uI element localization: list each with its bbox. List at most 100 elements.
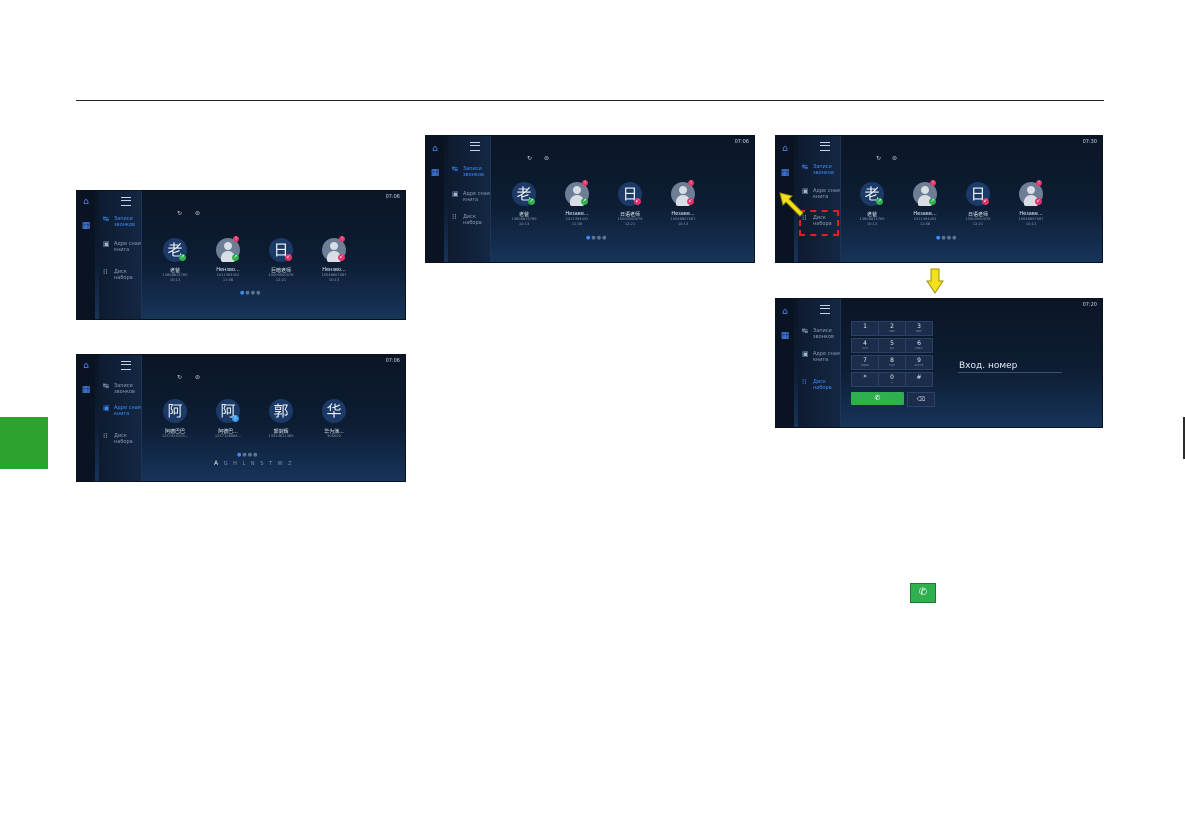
page-indicator: ●●●● [586,235,608,241]
phone-menu: ↹ Записи звонков ▣ Адре сная книга ⁞⁞ Ди… [798,136,841,262]
call-button[interactable]: ✆ [851,392,904,405]
missed-call-icon: ↙ [982,198,989,205]
call-records-icon: ↹ [802,163,808,171]
delete-icon[interactable]: ⊜ [195,210,201,217]
clock: 07:06 [385,194,400,200]
notice-badge: ! [339,236,345,242]
home-icon[interactable]: ⌂ [782,307,788,317]
menu-icon[interactable] [121,361,131,370]
number-input-placeholder[interactable]: Вход. номер [959,361,1018,371]
yellow-down-arrow-icon [926,268,944,294]
apps-grid-icon[interactable]: ▦ [430,168,440,178]
clock: 07:06 [385,358,400,364]
dialpad-icon: ⁞⁞ [103,432,108,440]
outgoing-call-icon: ↗ [876,198,883,205]
phone-menu: ↹ Записи звонков ▣ Адре сная книга ⁞⁞ Ди… [99,191,142,319]
sync-icon[interactable]: ↻ [527,155,533,162]
call-records-icon: ↹ [103,382,109,390]
contacts-icon: ▣ [802,350,809,358]
missed-call-icon: ↙ [634,198,641,205]
home-icon[interactable]: ⌂ [83,361,89,371]
side-rail: ⌂ ▦ [776,299,794,427]
outgoing-call-icon: ↗ [528,198,535,205]
avatar: 郭 [269,399,293,423]
dialpad-icon: ⁞⁞ [802,378,807,386]
home-icon[interactable]: ⌂ [83,197,89,207]
apps-grid-icon[interactable]: ▦ [780,331,790,341]
page-indicator: ●●●● [240,290,262,296]
delete-icon[interactable]: ⊜ [195,374,201,381]
apps-grid-icon[interactable]: ▦ [81,385,91,395]
backspace-icon: ⌫ [916,396,926,403]
home-icon[interactable]: ⌂ [782,144,788,154]
outgoing-call-icon: ↗ [232,254,239,261]
clock: 07:06 [734,139,749,145]
avatar: 老 [512,182,536,206]
bluetooth-contact-icon: ᛒ [232,415,239,422]
missed-call-icon: ↙ [338,254,345,261]
page-indicator: ●●●● [237,452,259,458]
clock: 07:20 [1082,302,1097,308]
avatar: 日 [269,238,293,262]
sync-icon[interactable]: ↻ [876,155,882,162]
missed-call-icon: ↙ [285,254,292,261]
missed-call-icon: ↙ [687,198,694,205]
phone-menu: ↹ Записи звонков ▣ Адре сная книга ⁞⁞ Ди… [99,355,142,481]
avatar: 阿 [163,399,187,423]
dial-key-star[interactable]: * [851,372,879,387]
menu-icon[interactable] [820,142,830,151]
dial-key-0[interactable]: 0+ [878,372,906,387]
outgoing-call-icon: ↗ [581,198,588,205]
header-rule [76,100,1104,101]
menu-icon[interactable] [121,197,131,206]
dial-key-hash[interactable]: # [905,372,933,387]
sync-icon[interactable]: ↻ [177,210,183,217]
missed-call-icon: ↙ [1035,198,1042,205]
avatar: 日 [966,182,990,206]
outgoing-call-icon: ↗ [929,198,936,205]
home-icon[interactable]: ⌂ [432,144,438,154]
alphabet-index[interactable]: A G H L N S T W Z [214,460,294,467]
call-records-icon: ↹ [802,327,808,335]
contacts-icon: ▣ [103,240,110,248]
yellow-pointer-arrow-icon [779,192,804,217]
call-records-icon: ↹ [452,165,458,173]
delete-icon[interactable]: ⊜ [544,155,550,162]
notice-badge: ! [688,180,694,186]
side-rail: ⌂ ▦ [426,136,444,262]
outgoing-call-icon: ↗ [179,254,186,261]
dialpad-icon: ⁞⁞ [103,268,108,276]
screenshot-call-records-2: ⌂ ▦ ↹ Записи звонков ▣ Адре сная книга ⁞… [425,135,755,263]
menu-icon[interactable] [470,142,480,151]
page-indicator: ●●●● [936,235,958,241]
chapter-tab [0,417,48,469]
call-button-icon: ✆ [910,583,936,603]
contacts-icon: ▣ [103,404,110,412]
backspace-button[interactable]: ⌫ [907,392,935,407]
delete-icon[interactable]: ⊜ [892,155,898,162]
dialpad-icon: ⁞⁞ [452,213,457,221]
screenshot-call-records: ⌂ ▦ ↹ Записи звонков ▣ Адре сная книга ⁞… [76,190,406,320]
dial-key-1[interactable]: 1 [851,321,879,336]
notice-badge: ! [930,180,936,186]
sync-icon[interactable]: ↻ [177,374,183,381]
clock: 07:30 [1082,139,1097,145]
side-rail: ⌂ ▦ [77,355,95,481]
screenshot-dialpad: ⌂ ▦ ↹ Записи звонков ▣ Адре сная книга ⁞… [775,298,1103,428]
menu-icon[interactable] [820,305,830,314]
notice-badge: ! [233,236,239,242]
phone-icon: ✆ [874,394,881,402]
apps-grid-icon[interactable]: ▦ [780,168,790,178]
apps-grid-icon[interactable]: ▦ [81,221,91,231]
screenshot-select-dialpad: ⌂ ▦ ↹ Записи звонков ▣ Адре сная книга ⁞… [775,135,1103,263]
dialpad-icon: ⁞⁞ [802,214,807,222]
number-input-underline [958,372,1062,373]
